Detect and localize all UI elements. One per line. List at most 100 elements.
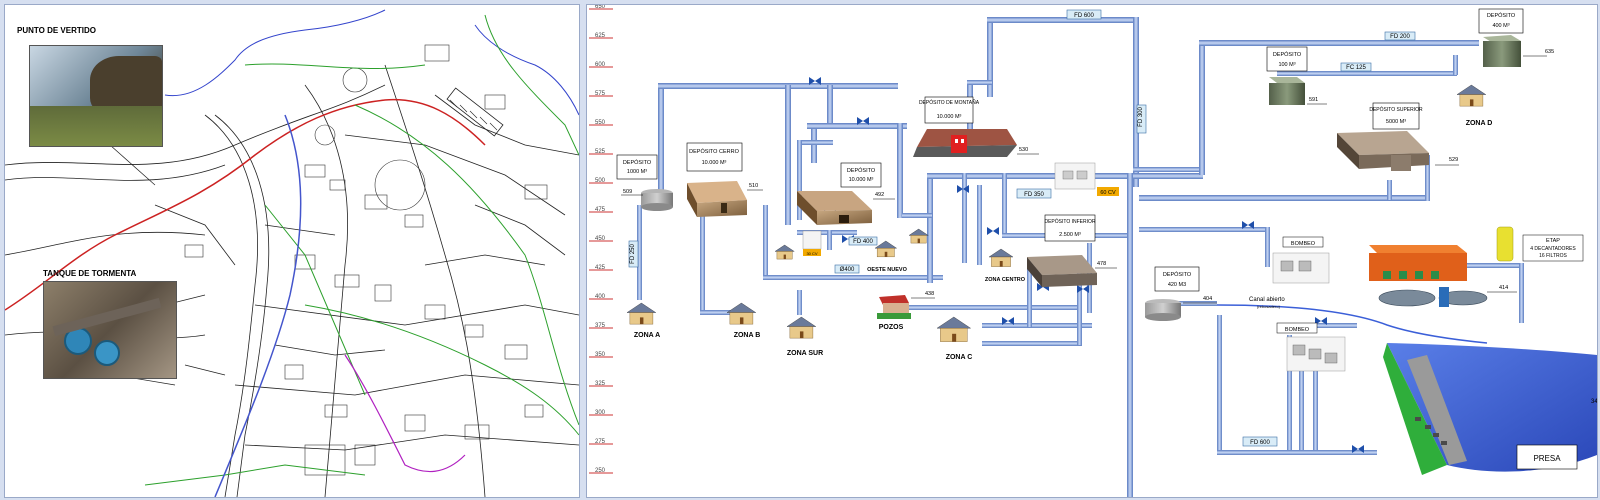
zone-label: ZONA SUR [787,350,823,357]
svg-text:5000 M³: 5000 M³ [1386,119,1406,125]
scale-label: 625 [595,33,606,39]
svg-text:BOMBEO: BOMBEO [1285,327,1310,333]
scale-label: 250 [595,468,606,474]
svg-text:Canal abierto: Canal abierto [1249,297,1285,303]
svg-text:POZOS: POZOS [879,324,904,331]
house-icon [874,240,898,258]
network-map-panel: PUNTO DE VERTIDO TANQUE DE TORMENTA [4,4,580,498]
svg-text:DEPÓSITO: DEPÓSITO [847,167,876,174]
pipe-label-fc125: FC 125 [1346,65,1366,71]
scale-label: 650 [595,5,606,10]
svg-text:DEPÓSITO CERRO: DEPÓSITO CERRO [689,148,739,155]
scale-label: 275 [595,439,606,445]
scale-label: 600 [595,62,606,68]
tank-deposito-1000: DEPÓSITO 1000 M³ 509 [616,154,673,211]
svg-text:60 CV: 60 CV [1100,190,1116,196]
svg-text:509: 509 [623,189,632,195]
svg-text:510: 510 [749,183,758,189]
pipe-label-fd200: FD 200 [1390,34,1410,40]
pump-station-bombeo-presa: BOMBEO [1276,322,1346,372]
pump-station-60cv: 60 CV [1054,162,1119,196]
svg-text:DEPÓSITO: DEPÓSITO [1273,51,1302,58]
tank-deposito-inferior: DEPÓSITO INFERIOR 2.500 M³ 478 [1027,214,1117,287]
scale-label: 575 [595,91,606,97]
zone-label: ZONA CENTRO [985,277,1026,283]
house-icon [786,316,817,339]
house-icon [908,228,929,244]
svg-text:530: 530 [1019,147,1028,153]
svg-text:DEPÓSITO DE MONTAÑA: DEPÓSITO DE MONTAÑA [919,99,980,106]
svg-text:4 DECANTADORES: 4 DECANTADORES [1530,246,1576,252]
scale-label: 375 [595,323,606,329]
elevation-scale: 6506256005755505255004754504254003753503… [589,5,613,474]
tank-deposito-100: DEPÓSITO 100 M³ 591 [1266,46,1327,105]
house-icon [988,248,1014,267]
pipe-label-fd350: FD 350 [1024,192,1044,198]
water-network-diagram: 6506256005755505255004754504254003753503… [589,5,1597,497]
pump-station-small: 30 CV [802,230,822,256]
open-canal: Canal abierto (rebosadero) [1249,297,1285,309]
tank-deposito-superior: DEPÓSITO SUPERIOR 5000 M³ 529 [1337,102,1459,171]
tank-deposito-cerro: DEPÓSITO CERRO 10.000 M³ 510 [686,142,763,217]
scale-label: 550 [595,120,606,126]
svg-text:(rebosadero): (rebosadero) [1257,304,1281,309]
pozos-wells: POZOS 438 [877,291,935,331]
tank-deposito-oeste: DEPÓSITO 10.000 M³ 492 [797,162,895,225]
pipe-label-fd600-top: FD 600 [1074,13,1094,19]
svg-text:100 M³: 100 M³ [1278,62,1295,68]
pipe-label-o400: Ø400 [840,267,855,273]
svg-text:34: 34 [1591,399,1597,405]
svg-text:BOMBEO: BOMBEO [1291,241,1316,247]
scale-label: 325 [595,381,606,387]
svg-text:PRESA: PRESA [1533,454,1561,463]
storm-tank-label: TANQUE DE TORMENTA [43,269,137,278]
house-icon [726,302,757,325]
svg-text:10.000 M³: 10.000 M³ [849,177,874,183]
pump-station-bombeo-etap: BOMBEO [1272,236,1330,284]
etap-treatment-plant: ETAP 4 DECANTADORES 16 FILTROS 414 [1369,226,1584,307]
svg-text:30 CV: 30 CV [806,251,817,256]
svg-text:414: 414 [1499,285,1508,291]
svg-text:404: 404 [1203,296,1212,302]
svg-text:DEPÓSITO: DEPÓSITO [1487,12,1516,19]
zone-label: ZONA A [634,332,660,339]
house-icon [936,316,972,342]
svg-text:ETAP: ETAP [1546,238,1560,244]
scale-label: 525 [595,149,606,155]
tank-deposito-montana: DEPÓSITO DE MONTAÑA 10.000 M³ 530 [913,96,1039,157]
svg-text:529: 529 [1449,157,1458,163]
scale-label: 450 [595,236,606,242]
pipe-label-fd250: FD 250 [630,244,636,264]
svg-text:400 M³: 400 M³ [1492,23,1509,29]
tank-deposito-400: DEPÓSITO 400 M³ 635 [1478,8,1554,67]
house-icon [626,302,657,325]
outfall-label: PUNTO DE VERTIDO [17,26,96,35]
presa-dam: PRESA 34 [1383,343,1597,475]
outfall-photo [29,45,163,147]
storm-tank-photo [43,281,177,379]
scale-label: 500 [595,178,606,184]
svg-text:10.000 M³: 10.000 M³ [702,160,727,166]
pipe-label-fd400: FD 400 [853,239,873,245]
zone-label: ZONA C [946,354,973,361]
zone-label: ZONA D [1466,120,1493,127]
house-icon [774,244,795,260]
tank-deposito-420: DEPÓSITO 420 M3 404 [1145,266,1217,321]
pipe-labels: FD 600 FD 300 FD 350 FD 200 FC 125 FD 25… [628,9,1416,447]
scale-label: 400 [595,294,606,300]
svg-text:DEPÓSITO: DEPÓSITO [1163,271,1192,278]
zone-label: OESTE NUEVO [867,267,907,273]
svg-text:1000 M³: 1000 M³ [627,169,647,175]
scale-label: 300 [595,410,606,416]
svg-text:16 FILTROS: 16 FILTROS [1539,253,1567,259]
svg-text:2.500 M³: 2.500 M³ [1059,232,1081,238]
pipe-label-fd600-bottom: FD 600 [1250,440,1270,446]
svg-text:635: 635 [1545,49,1554,55]
valves [809,77,1364,453]
svg-text:DEPÓSITO INFERIOR: DEPÓSITO INFERIOR [1044,218,1095,225]
svg-text:492: 492 [875,192,884,198]
house-icon [1456,84,1487,107]
scale-label: 350 [595,352,606,358]
